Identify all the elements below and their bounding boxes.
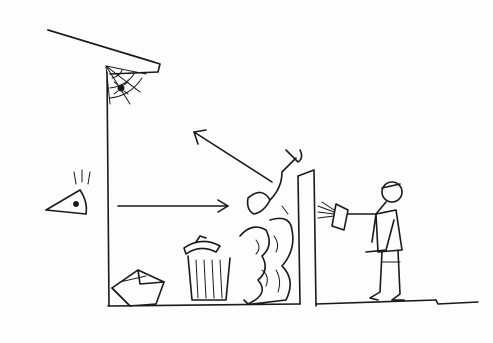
- trash-can: [184, 236, 230, 300]
- eye: [46, 170, 90, 214]
- person-spraying: [348, 182, 404, 300]
- roof-overhang: [48, 30, 160, 74]
- wall-left: [107, 72, 109, 306]
- arrow-up-left: [194, 130, 272, 182]
- arrow-right: [118, 200, 228, 212]
- spray-can: [318, 202, 348, 230]
- spider-web: [106, 66, 146, 104]
- cardboard-box: [112, 270, 164, 306]
- ground-line: [108, 300, 478, 306]
- graffiti-wall: [240, 150, 316, 306]
